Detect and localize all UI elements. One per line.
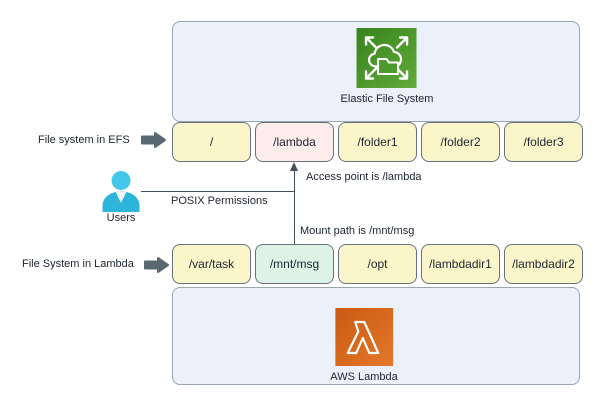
- efs-side-label: File system in EFS: [38, 134, 130, 146]
- efs-cell-folder1: /folder1: [338, 122, 417, 162]
- lambda-folder-row: /var/task /mnt/msg /opt /lambdadir1 /lam…: [172, 244, 583, 284]
- efs-block-arrow-icon: [141, 132, 166, 148]
- users-label: Users: [106, 212, 136, 224]
- lambda-cell-mnt-msg: /mnt/msg: [255, 244, 334, 284]
- up-arrowhead-icon: [290, 162, 298, 171]
- lambda-icon-caption: AWS Lambda: [330, 371, 398, 383]
- efs-icon-caption: Elastic File System: [340, 93, 434, 105]
- elastic-file-system-icon: [356, 28, 417, 88]
- mount-connector-line: [294, 171, 295, 244]
- lambda-cell-lambdadir2: /lambdadir2: [504, 244, 583, 284]
- efs-cell-folder2: /folder2: [421, 122, 500, 162]
- posix-permissions-label: POSIX Permissions: [171, 195, 268, 207]
- lambda-cell-var-task: /var/task: [172, 244, 251, 284]
- users-icon: [102, 171, 140, 212]
- lambda-cell-opt: /opt: [338, 244, 417, 284]
- cloud-icon: [368, 43, 403, 68]
- efs-folder-row: / /lambda /folder1 /folder2 /folder3: [172, 122, 583, 162]
- access-point-label: Access point is /lambda: [306, 171, 422, 183]
- efs-cell-root: /: [172, 122, 251, 162]
- lambda-side-label: File System in Lambda: [22, 258, 134, 270]
- folder-icon: [377, 58, 400, 75]
- lambda-cell-lambdadir1: /lambdadir1: [421, 244, 500, 284]
- efs-icon-group: Elastic File System: [340, 28, 434, 105]
- efs-cell-lambda: /lambda: [255, 122, 334, 162]
- lambda-block-arrow-icon: [144, 257, 169, 273]
- lambda-glyph: [346, 320, 380, 355]
- posix-connector-line: [141, 191, 294, 192]
- aws-lambda-icon: [335, 308, 393, 366]
- lambda-icon-group: AWS Lambda: [330, 308, 398, 383]
- mount-path-label: Mount path is /mnt/msg: [300, 225, 415, 237]
- efs-cell-folder3: /folder3: [504, 122, 583, 162]
